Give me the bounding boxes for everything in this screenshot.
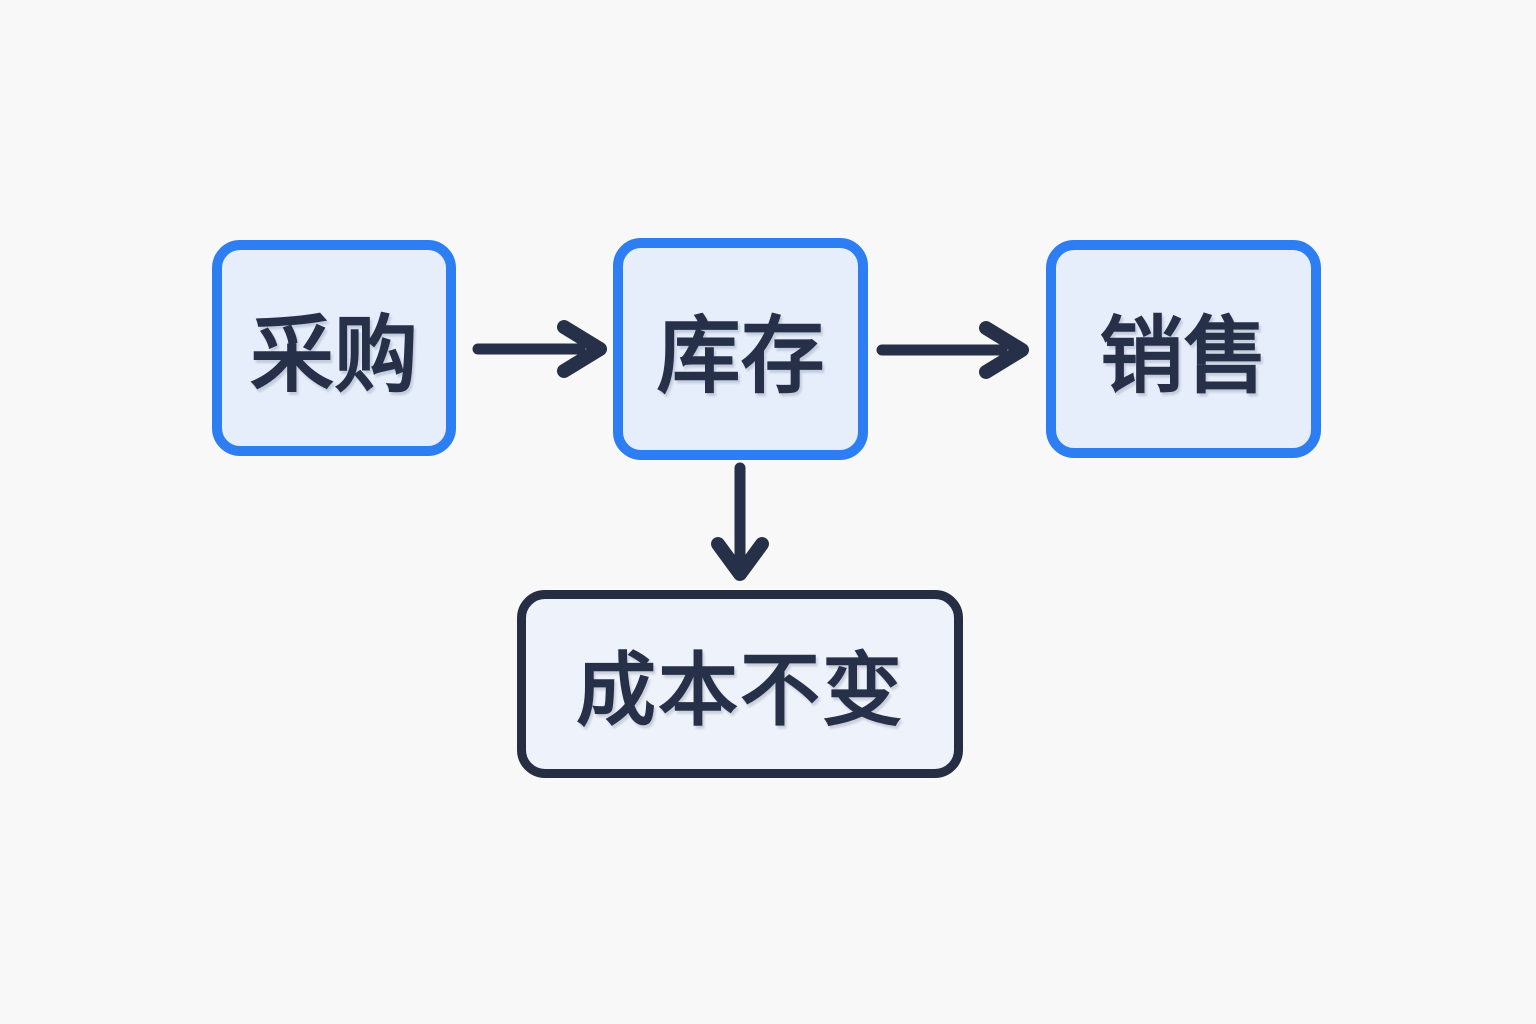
node-cost-unchanged-label: 成本不变 — [576, 646, 904, 735]
node-sales: 销售 — [1046, 240, 1321, 458]
arrow-right-icon — [876, 321, 1029, 379]
node-inventory: 库存 — [613, 238, 868, 460]
node-inventory-label: 库存 — [656, 308, 825, 403]
node-sales-label: 销售 — [1099, 308, 1268, 403]
node-cost-unchanged: 成本不变 — [517, 590, 963, 778]
arrow-right-icon — [472, 320, 607, 378]
node-procurement-label: 采购 — [249, 307, 418, 402]
arrow-down-icon — [711, 462, 769, 581]
node-procurement: 采购 — [212, 240, 456, 456]
